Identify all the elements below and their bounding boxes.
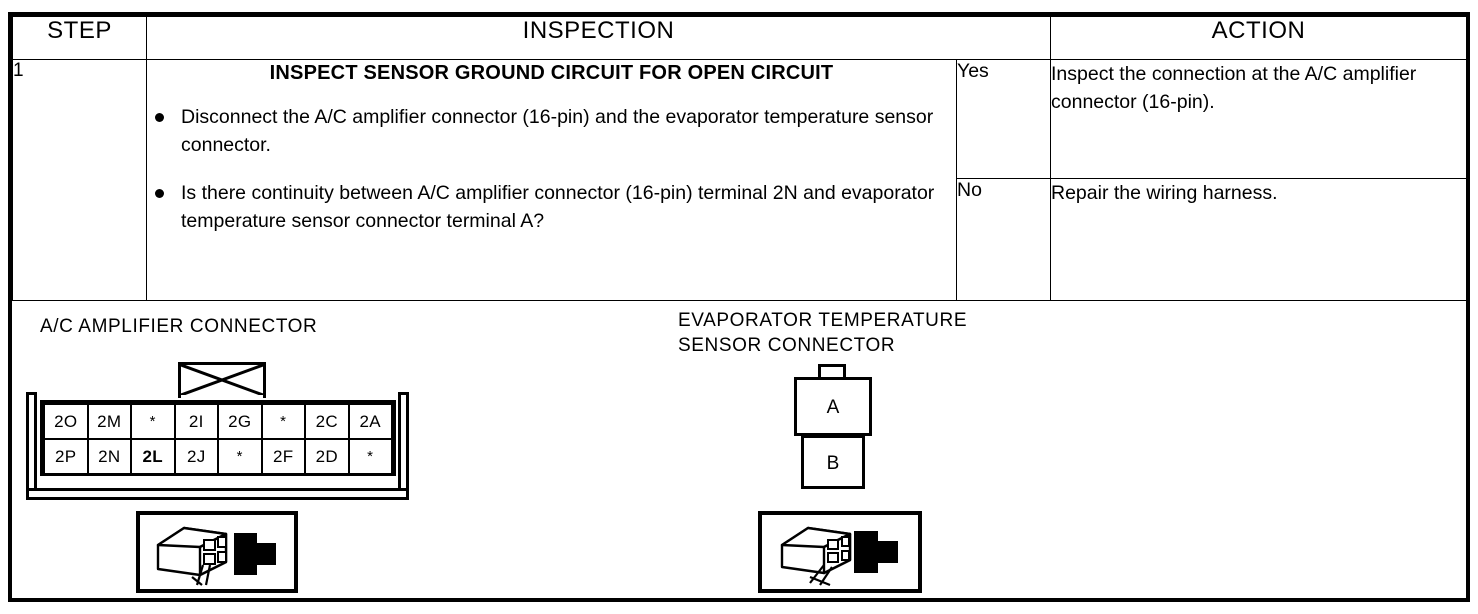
pin-cell: 2N: [86, 438, 132, 475]
column-header-inspection: INSPECTION: [146, 16, 1051, 60]
pin-row-top: 2O 2M * 2I 2G * 2C 2A: [43, 403, 393, 440]
bullet-dot-icon: [155, 189, 164, 198]
connector-keyed-slot-icon: [178, 362, 266, 398]
step-number: 1: [12, 59, 147, 301]
action-text-yes: Inspect the connection at the A/C amplif…: [1050, 59, 1467, 179]
pin-cell: 2F: [260, 438, 306, 475]
pin-cell: 2I: [173, 403, 219, 440]
pin-cell-blank: *: [260, 403, 306, 440]
pin-row-bottom: 2P 2N 2L 2J * 2F 2D *: [43, 438, 393, 475]
connector-unplug-icon: [156, 526, 276, 586]
pin-cell: 2A: [347, 403, 393, 440]
list-item: Disconnect the A/C amplifier connector (…: [147, 103, 956, 159]
ac-amplifier-connector-diagram: 2O 2M * 2I 2G * 2C 2A 2P 2N 2L 2J: [26, 362, 410, 508]
action-text-no: Repair the wiring harness.: [1050, 178, 1467, 301]
connector-unplug-icon: [780, 526, 898, 587]
evaporator-sensor-caption: EVAPORATOR TEMPERATURE SENSOR CONNECTOR: [678, 310, 968, 356]
column-header-step: STEP: [12, 16, 147, 60]
pin-cell: 2D: [304, 438, 350, 475]
table-row: 1 INSPECT SENSOR GROUND CIRCUIT FOR OPEN…: [12, 59, 1467, 301]
terminal-a-cell: A: [794, 377, 872, 436]
terminal-b-cell: B: [801, 435, 865, 489]
bullet-text: Is there continuity between A/C amplifie…: [181, 182, 935, 232]
page-outer-border: [8, 12, 1470, 602]
diagnostic-table-wrap: STEP INSPECTION ACTION 1 INSPECT SENSOR …: [12, 16, 1467, 302]
list-item: Is there continuity between A/C amplifie…: [147, 179, 956, 235]
pin-cell: 2C: [304, 403, 350, 440]
pin-table: 2O 2M * 2I 2G * 2C 2A 2P 2N 2L 2J: [43, 403, 393, 475]
connector-diagram-area: A/C AMPLIFIER CONNECTOR EVAPORATOR TEMPE…: [12, 302, 1466, 598]
inspection-bullet-list: Disconnect the A/C amplifier connector (…: [147, 103, 956, 235]
ac-amplifier-connector-illustration: [136, 511, 298, 593]
connector-lock-tab-icon: [818, 364, 846, 378]
bullet-text: Disconnect the A/C amplifier connector (…: [181, 106, 934, 156]
ac-amplifier-pin-grid: 2O 2M * 2I 2G * 2C 2A 2P 2N 2L 2J: [40, 400, 396, 476]
pin-cell: 2G: [217, 403, 263, 440]
evaporator-sensor-connector-illustration: [758, 511, 922, 593]
inspection-cell: INSPECT SENSOR GROUND CIRCUIT FOR OPEN C…: [146, 59, 957, 301]
pin-cell-highlighted: 2L: [130, 438, 176, 475]
column-header-action: ACTION: [1050, 16, 1467, 60]
pin-cell-blank: *: [130, 403, 176, 440]
result-answer-yes: Yes: [956, 59, 1051, 179]
pin-cell-blank: *: [347, 438, 393, 475]
table-header-row: STEP INSPECTION ACTION: [12, 16, 1467, 60]
connector-shell-bottom-bar: [26, 488, 409, 500]
connector-shell-left-flange: [26, 392, 37, 500]
table-row: No Repair the wiring harness.: [13, 178, 1467, 301]
pin-cell: 2M: [86, 403, 132, 440]
pin-cell: 2P: [43, 438, 89, 475]
bullet-dot-icon: [155, 113, 164, 122]
result-answer-no: No: [956, 178, 1051, 301]
pin-cell-blank: *: [217, 438, 263, 475]
diagnostic-table: STEP INSPECTION ACTION 1 INSPECT SENSOR …: [12, 16, 1467, 301]
connector-shell-right-flange: [398, 392, 409, 500]
evaporator-sensor-connector-diagram: A B: [794, 364, 884, 489]
inspection-title: INSPECT SENSOR GROUND CIRCUIT FOR OPEN C…: [269, 62, 834, 84]
pin-cell: 2J: [173, 438, 219, 475]
ac-amplifier-caption: A/C AMPLIFIER CONNECTOR: [40, 316, 318, 337]
pin-cell: 2O: [43, 403, 89, 440]
